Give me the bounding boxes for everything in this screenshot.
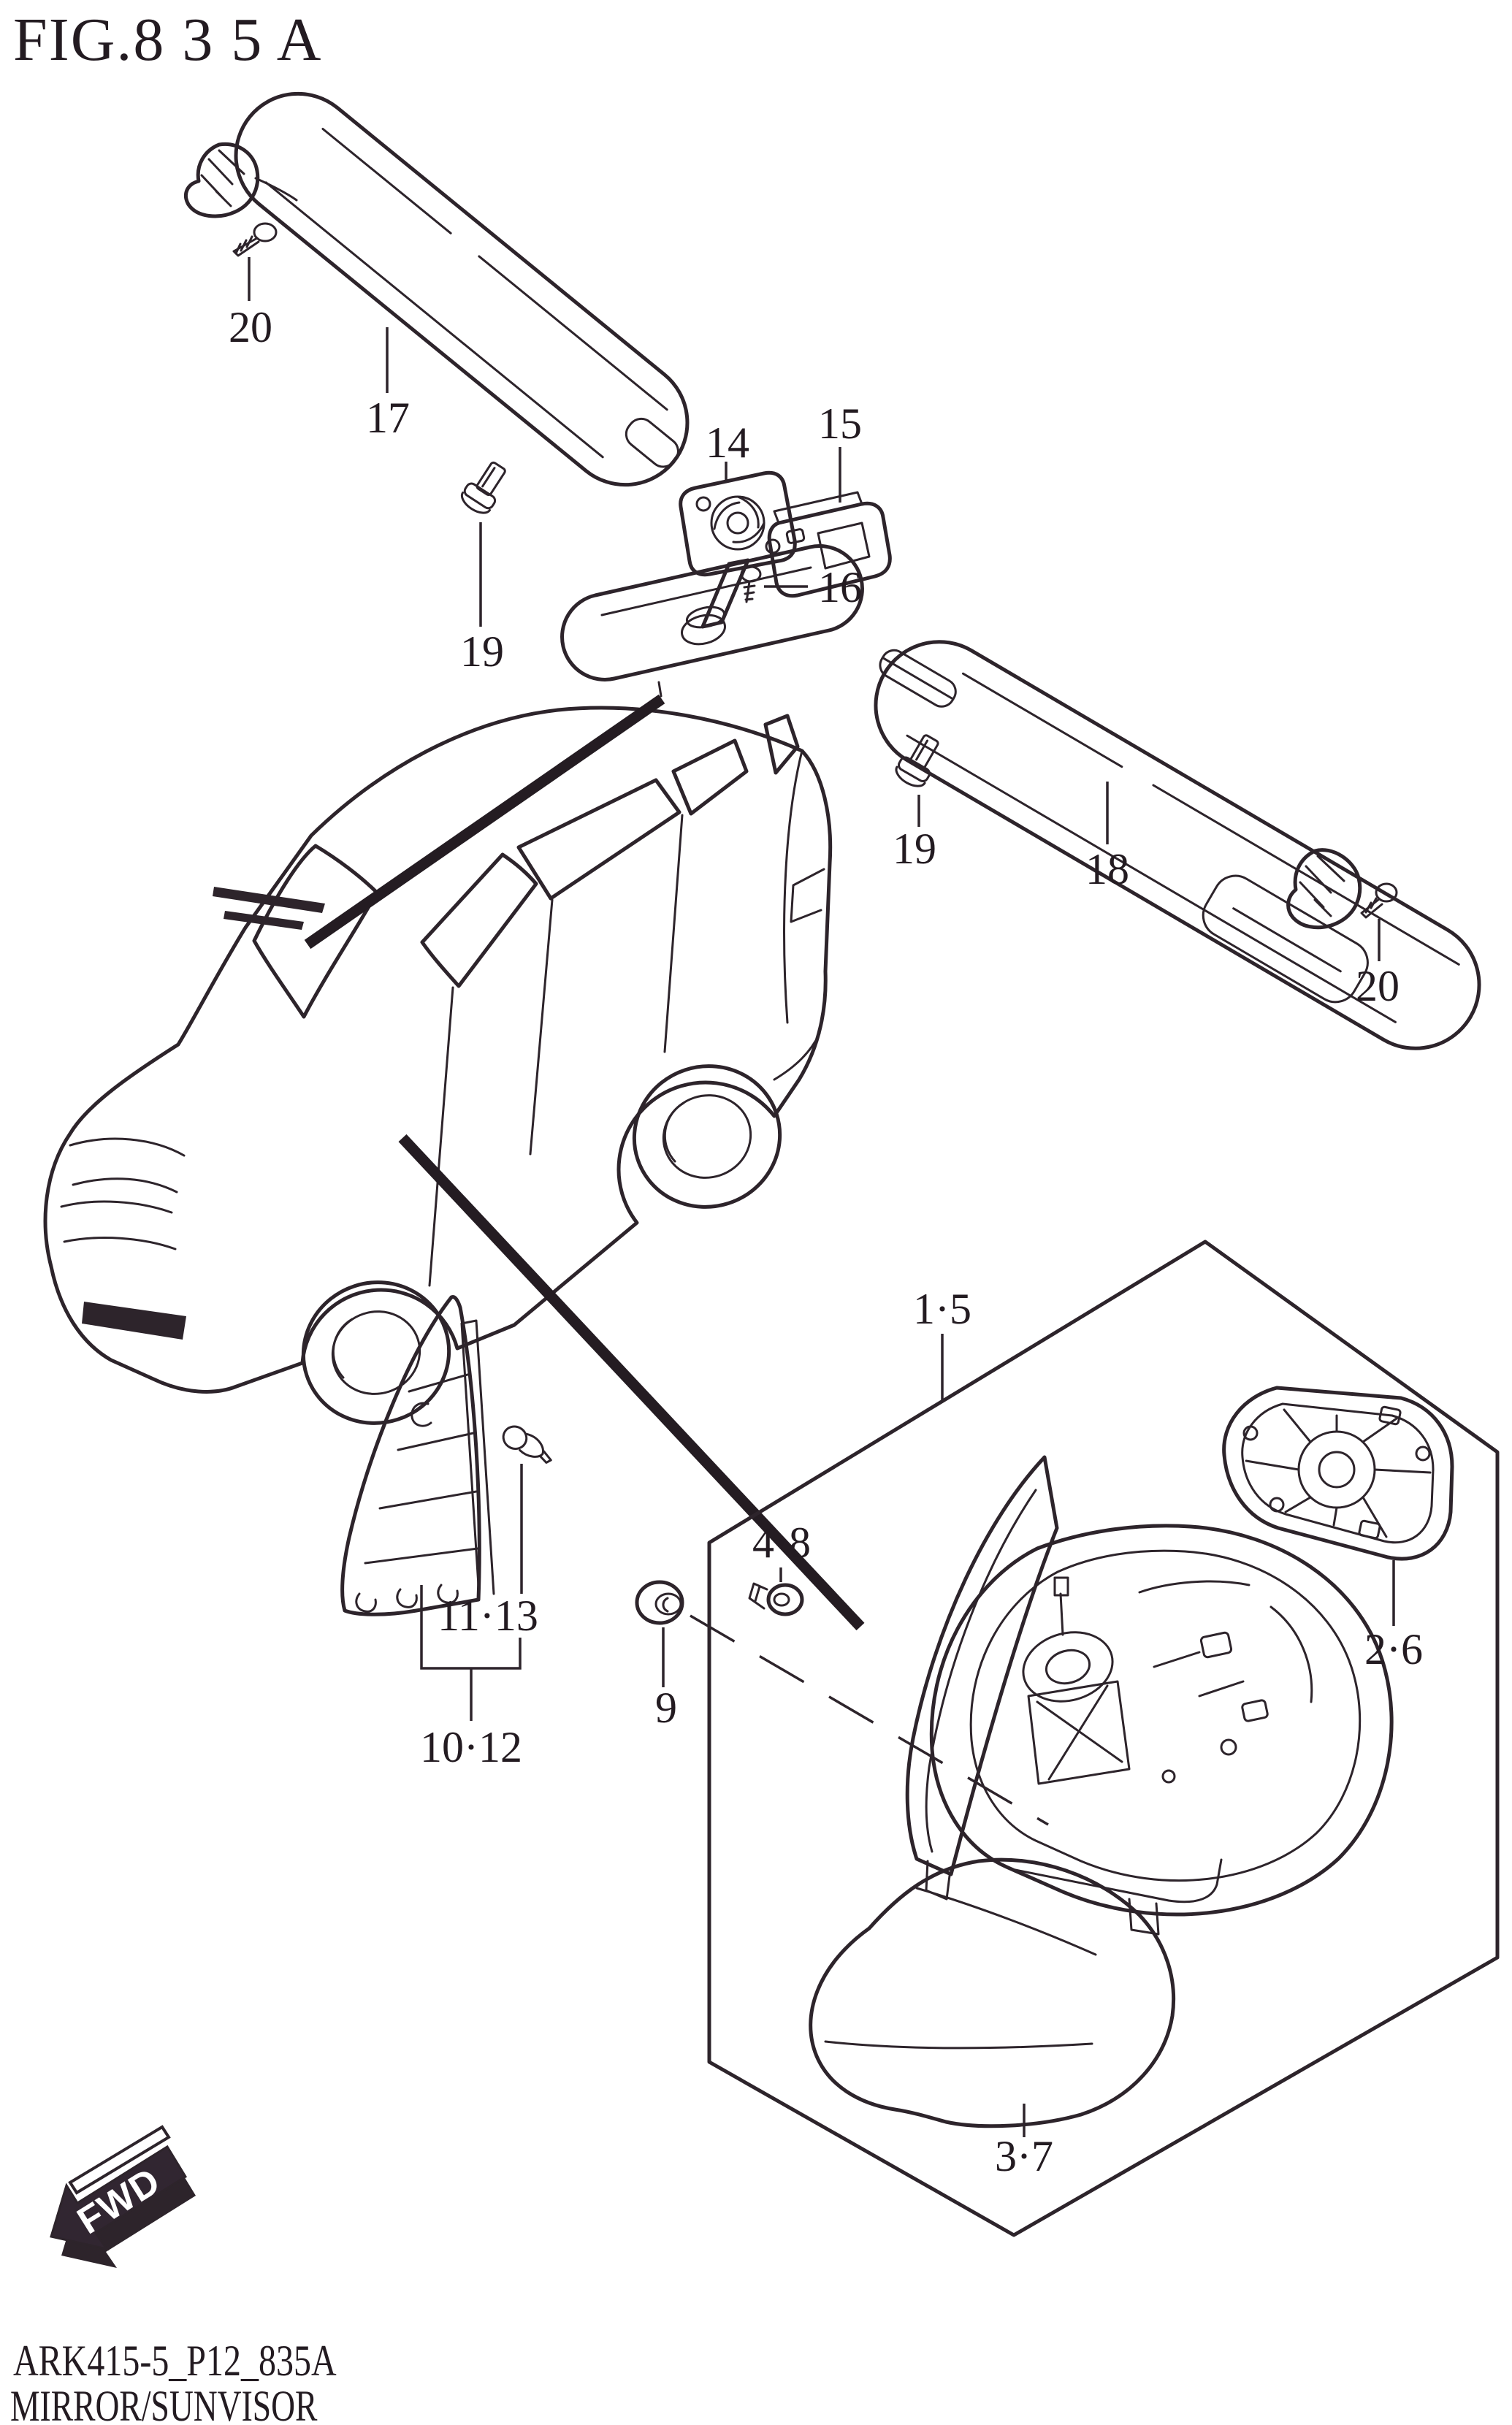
figure-footer: ARK415-5_P12_835A MIRROR/SUNVISOR — [10, 2337, 337, 2425]
callout-19-left: 19 — [460, 627, 504, 676]
rearview-mirror — [560, 470, 892, 698]
rear-wheel — [632, 1064, 782, 1209]
assembly-box — [707, 1240, 1500, 2237]
callout-20-right: 20 — [1356, 962, 1400, 1010]
side-mirror-housing — [929, 1524, 1394, 1936]
visor-bracket-right — [1286, 848, 1362, 930]
sun-visor-left — [184, 91, 690, 514]
front-wheel — [301, 1280, 451, 1425]
corner-trim-clip — [502, 1425, 552, 1464]
callout-15: 15 — [818, 400, 862, 448]
fwd-arrow-top-stripe — [68, 2125, 171, 2195]
callout-9: 9 — [655, 1684, 677, 1732]
vehicle-outline — [43, 706, 833, 1425]
footer-title: MIRROR/SUNVISOR — [10, 2382, 318, 2425]
callout-14: 14 — [706, 419, 749, 467]
clip-19-left — [460, 461, 506, 514]
figure-title: FIG.8 3 5 A — [13, 6, 322, 74]
callout-20-left: 20 — [229, 303, 272, 351]
callout-1-5: 1·5 — [913, 1285, 971, 1333]
mirror-glass — [1222, 1386, 1454, 1561]
screw-16 — [740, 565, 762, 603]
leader-lines — [248, 257, 1395, 2137]
fwd-arrow: FWD — [50, 2125, 196, 2268]
footer-code: ARK415-5_P12_835A — [13, 2337, 337, 2385]
clip-19-right — [895, 734, 939, 787]
callout-3-7: 3·7 — [995, 2132, 1053, 2180]
screw-20-right — [1360, 882, 1398, 919]
screw-20-left — [232, 222, 278, 257]
callout-16: 16 — [818, 563, 862, 611]
thick-pointer-lines — [304, 694, 865, 1631]
visor-hook-left — [184, 142, 298, 218]
grommet-9 — [635, 1580, 684, 1625]
mirror-cover-15 — [767, 491, 892, 598]
callout-10-12: 10·12 — [420, 1723, 522, 1771]
door-corner-trim — [340, 1295, 495, 1616]
door-corner-panel — [905, 1455, 1059, 1901]
callout-labels: 20 17 19 14 15 16 19 18 20 1·5 4·8 11·13… — [229, 303, 1423, 2180]
callout-17: 17 — [366, 394, 410, 442]
mirror-cover-cap — [809, 1857, 1176, 2128]
mirror-mount-14 — [679, 470, 797, 577]
callout-19-right: 19 — [893, 825, 936, 873]
callout-11-13: 11·13 — [438, 1592, 538, 1640]
callout-18: 18 — [1085, 845, 1129, 893]
screw-4-8 — [748, 1582, 804, 1616]
callout-4-8: 4·8 — [752, 1519, 811, 1567]
callout-2-6: 2·6 — [1364, 1625, 1423, 1673]
sun-visor-right — [874, 640, 1481, 1050]
